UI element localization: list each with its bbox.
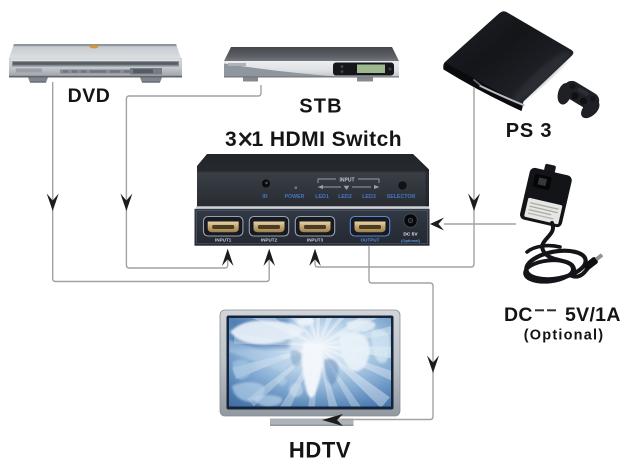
svg-text:HDTV: HDTV [289, 438, 351, 463]
svg-text:INPUT1: INPUT1 [215, 238, 232, 243]
svg-text:OUTPUT: OUTPUT [361, 238, 380, 243]
svg-text:LED2: LED2 [338, 194, 352, 200]
svg-text:INPUT2: INPUT2 [261, 238, 278, 243]
svg-text:IR: IR [262, 194, 267, 200]
svg-text:SELECTOR: SELECTOR [387, 194, 416, 200]
svg-text:LED1: LED1 [315, 194, 329, 200]
svg-text:5V/1A: 5V/1A [565, 304, 621, 326]
svg-text:(Optional): (Optional) [401, 238, 421, 243]
svg-text:1 HDMI Switch: 1 HDMI Switch [252, 128, 403, 151]
svg-text:DC: DC [504, 304, 533, 326]
svg-text:POWER: POWER [284, 194, 304, 200]
svg-text:INPUT: INPUT [340, 178, 355, 184]
svg-text:DVD: DVD [68, 85, 111, 107]
svg-text:3: 3 [225, 128, 237, 151]
svg-text:INPUT3: INPUT3 [307, 238, 324, 243]
svg-text:(Optional): (Optional) [524, 328, 604, 344]
svg-text:LED3: LED3 [362, 194, 376, 200]
svg-text:PS 3: PS 3 [506, 120, 553, 142]
svg-text:DC 5V: DC 5V [403, 232, 418, 238]
svg-text:STB: STB [299, 96, 343, 118]
